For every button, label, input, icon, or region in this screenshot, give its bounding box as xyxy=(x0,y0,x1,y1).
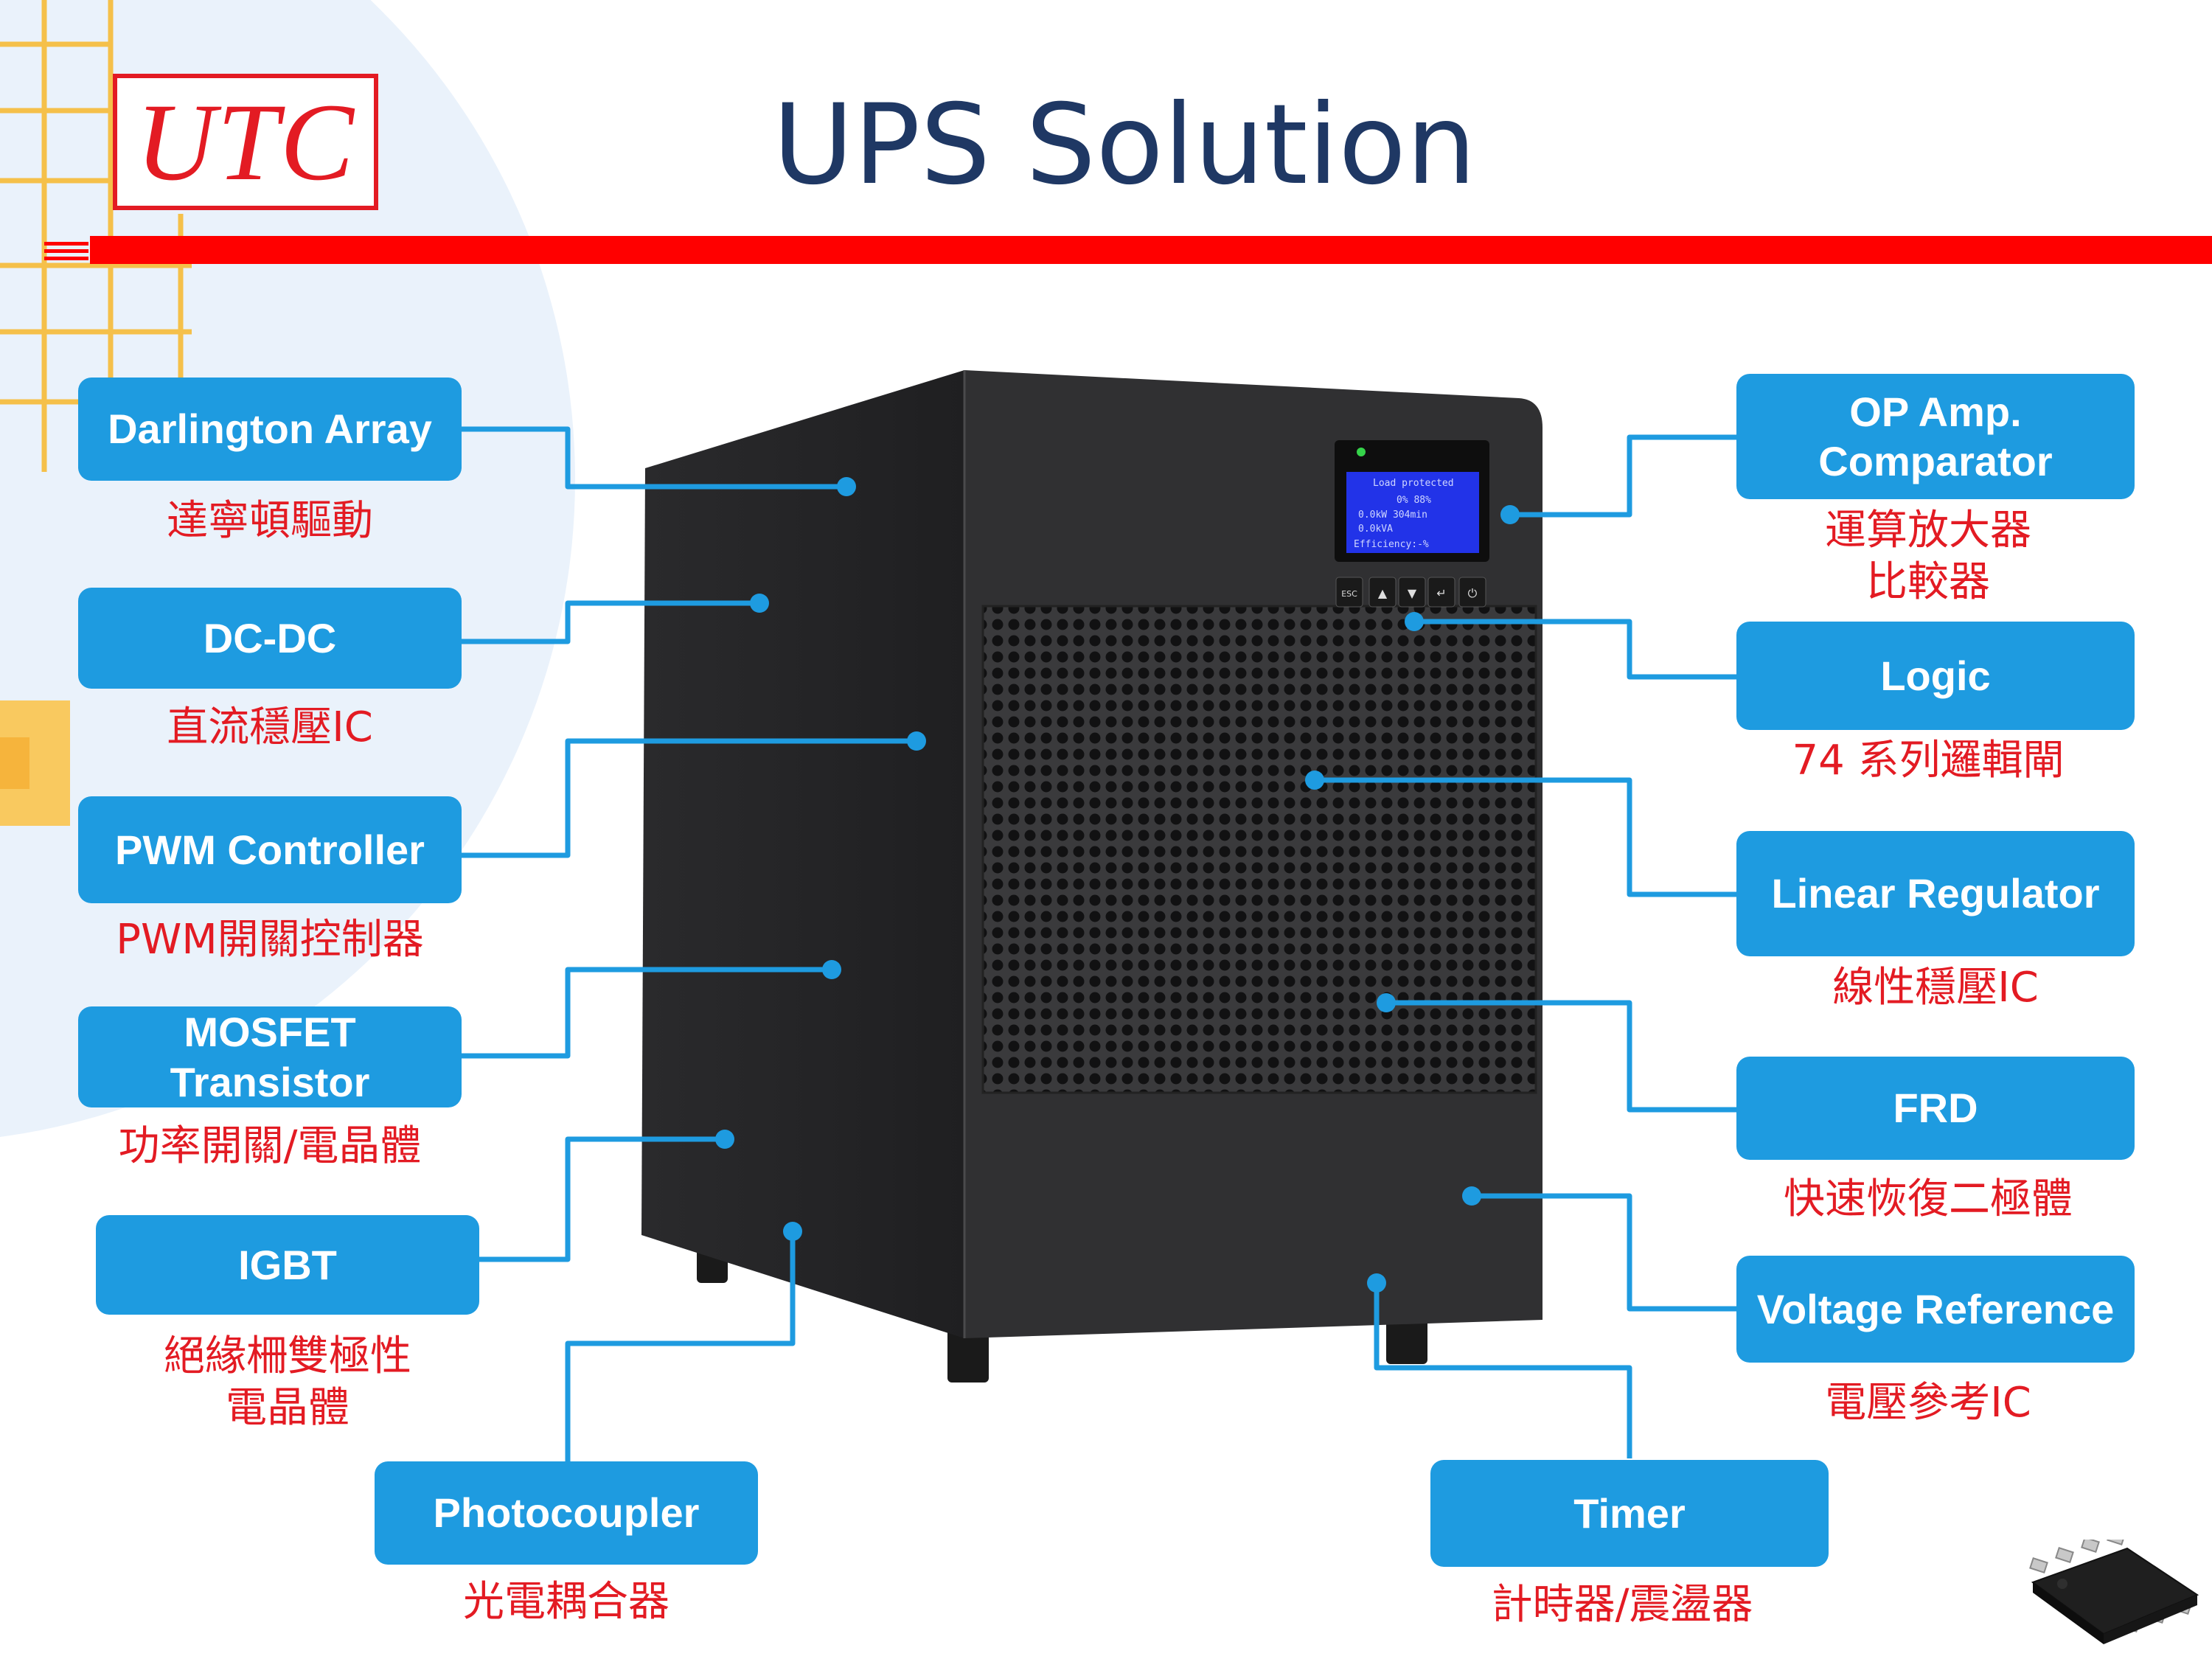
logo-text: UTC xyxy=(136,80,355,204)
component-box-dc-dc: DC-DC xyxy=(78,588,462,689)
up-button[interactable] xyxy=(1368,577,1397,608)
component-desc-mosfet-transistor: 功率開關/電晶體 xyxy=(118,1122,422,1170)
component-box-linear-regulator: Linear Regulator xyxy=(1736,831,2135,956)
power-icon: ⏻ xyxy=(1468,586,1478,600)
desc-line: 比較器 xyxy=(1866,558,1990,606)
enter-icon: ↵ xyxy=(1436,586,1446,600)
component-desc-timer: 計時器/震盪器 xyxy=(1491,1581,1753,1629)
lcd-text: Efficiency:-% xyxy=(1354,539,1429,550)
lcd-text: 0.0kVA xyxy=(1358,524,1393,535)
component-desc-logic: 74 系列邏輯閘 xyxy=(1792,737,2065,785)
component-box-frd: FRD xyxy=(1736,1057,2135,1160)
component-desc-darlington-array: 達寧頓驅動 xyxy=(167,497,373,545)
ups-vent-grille xyxy=(981,605,1537,1094)
lcd-text: 0.0kW 304min xyxy=(1358,509,1427,521)
utc-logo: UTC xyxy=(113,74,378,210)
up-arrow-icon: ▲ xyxy=(1378,586,1388,600)
down-arrow-icon: ▼ xyxy=(1408,586,1417,600)
ic-chip-icon xyxy=(2029,1540,2199,1644)
component-box-darlington-array: Darlington Array xyxy=(78,378,462,481)
ups-foot xyxy=(947,1327,989,1382)
esc-label: ESC xyxy=(1341,589,1357,599)
component-box-photocoupler: Photocoupler xyxy=(375,1461,758,1565)
component-desc-voltage-reference: 電壓參考IC xyxy=(1825,1379,2031,1427)
component-desc-frd: 快速恢復二極體 xyxy=(1784,1175,2073,1223)
component-desc-pwm-controller: PWM開關控制器 xyxy=(116,916,424,964)
component-box-pwm-controller: PWM Controller xyxy=(78,796,462,903)
component-desc-photocoupler: 光電耦合器 xyxy=(463,1578,669,1626)
title-divider xyxy=(90,236,2212,264)
ups-side-panel xyxy=(641,370,964,1338)
desc-line: 絕緣柵雙極性 xyxy=(164,1332,411,1380)
component-desc-dc-dc: 直流穩壓IC xyxy=(167,703,373,751)
component-box-mosfet-transistor: MOSFET Transistor xyxy=(78,1006,462,1107)
component-box-igbt: IGBT xyxy=(96,1215,479,1315)
power-button[interactable] xyxy=(1458,577,1486,608)
lcd-text: 0% 88% xyxy=(1397,495,1431,506)
component-box-logic: Logic xyxy=(1736,622,2135,730)
component-box-op-amp-comparator: OP Amp. Comparator xyxy=(1736,374,2135,499)
component-desc-igbt: 絕緣柵雙極性 電晶體 xyxy=(96,1331,479,1434)
ups-lcd-screen xyxy=(1346,472,1479,553)
component-box-timer: Timer xyxy=(1430,1460,1829,1567)
desc-line: 運算放大器 xyxy=(1825,507,2031,554)
component-desc-linear-regulator: 線性穩壓IC xyxy=(1832,964,2039,1012)
component-box-voltage-reference: Voltage Reference xyxy=(1736,1256,2135,1363)
desc-line: 電晶體 xyxy=(226,1384,349,1432)
lcd-text: Load protected xyxy=(1373,478,1454,489)
ups-status-led xyxy=(1357,448,1366,456)
down-button[interactable] xyxy=(1398,577,1426,608)
page-title: UPS Solution xyxy=(772,81,1477,209)
ups-button-row: ESC ▲ ▼ ↵ ⏻ xyxy=(1335,577,1486,608)
component-desc-op-amp-comparator: 運算放大器 比較器 xyxy=(1729,505,2127,608)
enter-button[interactable] xyxy=(1427,577,1455,608)
ups-foot xyxy=(1386,1320,1427,1364)
esc-button[interactable] xyxy=(1335,577,1363,608)
